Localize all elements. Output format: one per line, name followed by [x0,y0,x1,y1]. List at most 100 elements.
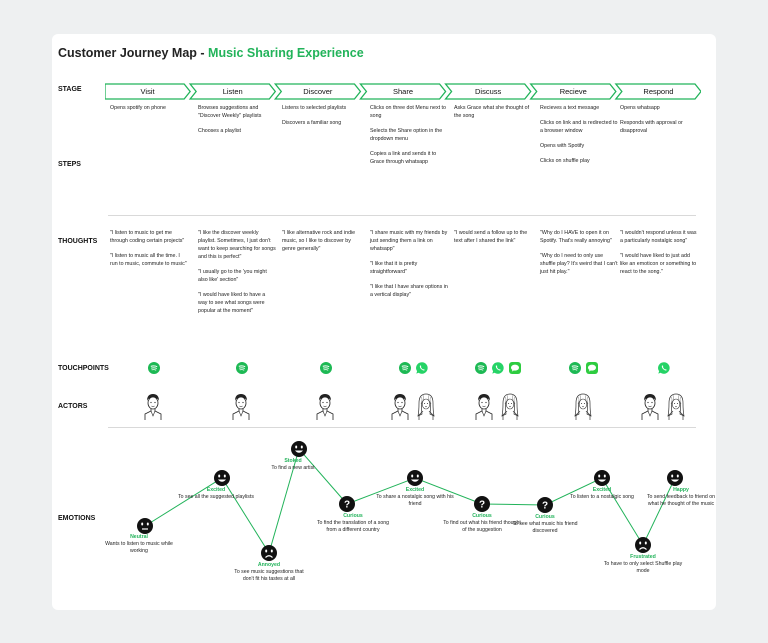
page-title: Customer Journey Map - Music Sharing Exp… [58,46,364,60]
emotion-curve: ??? [137,441,683,561]
svg-text:?: ? [344,500,350,511]
emotion-name: Excited [405,487,425,493]
emotion-name: Curious [343,513,363,519]
step-text: Clicks on link and is redirected to a br… [540,119,618,134]
emotion-text: To share a nostalgic song with his frien… [376,494,454,508]
step-text: Recieves a text message [540,105,600,111]
thought-text: "I would have liked to have a way to see… [198,291,266,314]
touchpoints-cell [147,359,161,377]
title-main: Customer Journey Map - [58,46,209,60]
steps-column: Asks Grace what she thought of the song [454,105,532,128]
thought-text: "I listen to music to get me through cod… [110,230,185,244]
happy-face-icon [214,470,230,486]
happy-face-icon [667,470,683,486]
actors-cell [473,392,521,420]
divider [108,215,696,216]
svg-text:?: ? [479,500,485,511]
spotify-icon [319,362,332,374]
spotify-icon [399,362,411,374]
male-actor-icon [641,394,659,420]
touchpoints-cell [474,359,522,377]
emotion-text: To send feedback to friend on what he th… [646,494,716,508]
emotion-text: To see music suggestions that don't fit … [234,569,304,583]
stage-arrow-bar [105,83,701,100]
message-icon [508,362,521,374]
row-label-steps: STEPS [58,161,81,168]
emotion-text: To have to only select Shuffle play mode [603,561,683,575]
sad-face-icon [635,537,651,553]
stage-chevron [359,83,447,100]
spotify-icon [474,362,487,374]
emotion-text: To find the translation of a song from a… [316,520,390,534]
male-actor-icon [475,394,493,420]
row-label-actors: ACTORS [58,403,88,410]
emotion-text: Wants to listen to music while working [105,541,173,555]
thoughts-column: "I like alternative rock and indie music… [282,230,360,261]
divider [108,427,696,428]
emotion-text: To listen to a nostalgic song [570,494,634,501]
actors-cell [314,392,336,420]
happy-face-icon [407,470,423,486]
step-text: Opens with Spotify [540,142,585,149]
male-actor-icon [232,394,250,420]
step-text: Clicks on shuffle play [540,157,590,164]
step-text: Chooses a playlist [198,127,241,134]
message-icon [586,362,598,374]
stage-chevron [105,83,191,100]
emotion-name: Frustrated [630,554,656,560]
female-actor-icon [667,393,685,420]
thought-text: "I would have liked to just add like an … [620,252,697,275]
stage-label: Recieve [559,87,587,96]
whatsapp-icon [657,362,670,374]
stage-chevron [444,83,532,100]
thought-text: "I like alternative rock and indie music… [282,230,356,252]
emotion-text: To see what music his friend discovered [512,521,578,535]
thoughts-column: "I like the discover weekly playlist. So… [198,230,276,322]
row-label-touchpoints: TOUCHPOINTS [58,365,109,372]
neutral-face-icon [137,518,153,534]
thought-text: "I like the discover weekly playlist. So… [198,230,276,260]
touchpoints-cell [235,359,249,377]
stage-label: Listen [222,87,243,96]
row-label-emotions: EMOTIONS [58,515,96,522]
female-actor-icon [501,393,519,420]
whatsapp-icon [491,362,504,374]
step-text: Discovers a familiar song [282,119,342,126]
thought-text: "I like that it is pretty straightforwar… [370,260,418,275]
row-label-stage: STAGE [58,86,82,93]
step-text: Listens to selected playlists [282,105,347,111]
thought-text: "I like that I have share options in a v… [370,283,448,298]
step-text: Opens spotify on phone [110,105,166,111]
stage-label: Respond [643,87,674,96]
actors-cell [142,392,164,420]
curious-face-icon: ? [339,496,355,512]
thought-text: "I usually go to the 'you might also lik… [198,268,267,283]
emotion-name: Excited [592,487,612,493]
thought-text: "Why do I need to only use shuffle play?… [540,252,618,275]
step-text: Responds with approval or disapproval [620,119,683,134]
happy-face-icon [594,470,610,486]
actors-cell [389,392,437,420]
male-actor-icon [316,394,334,420]
thoughts-column: "I share music with my friends by just s… [370,230,448,307]
thoughts-column: "I listen to music to get me through cod… [110,230,188,276]
step-text: Clicks on three dot Menu next to song [370,105,446,119]
thoughts-column: "I would send a follow up to the text af… [454,230,532,253]
stage-chevron [273,83,362,100]
emotion-name: Annoyed [257,562,281,568]
spotify-icon [569,362,581,374]
thought-text: "I would send a follow up to the text af… [454,230,528,244]
emotion-name: Happy [673,487,689,493]
whatsapp-icon [416,362,428,374]
steps-column: Browses suggestions and "Discover Weekly… [198,105,276,143]
emotion-name: Excited [206,487,226,493]
female-actor-icon [417,393,435,420]
actors-cell [639,392,687,420]
stage-label: Discover [303,87,333,96]
